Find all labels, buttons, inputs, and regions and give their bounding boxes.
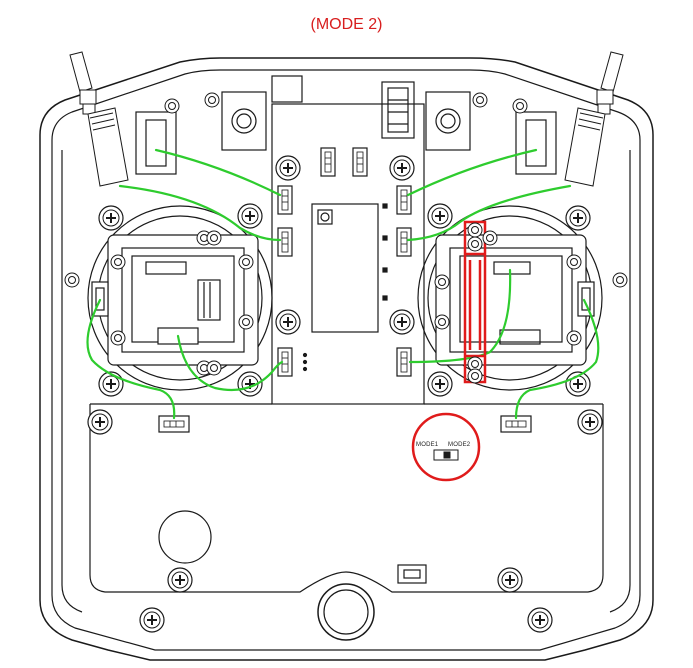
screw-icon	[389, 155, 415, 181]
screw-icon	[275, 309, 301, 335]
mount-hole-icon	[472, 92, 488, 108]
right-gimbal	[417, 205, 603, 391]
screw-icon	[565, 205, 591, 231]
mount-hole-icon	[512, 98, 528, 114]
mount-hole-icon	[612, 272, 628, 288]
connector-icon	[396, 185, 412, 215]
screw-icon	[389, 309, 415, 335]
right-toggle-switch	[564, 51, 624, 187]
title-paren-open: (	[310, 16, 316, 33]
screw-icon	[98, 371, 124, 397]
top-panel	[135, 75, 557, 405]
mount-hole-icon	[434, 274, 450, 290]
mount-hole-icon	[434, 314, 450, 330]
main-board	[302, 203, 388, 372]
connector-icon	[352, 147, 368, 177]
mount-hole-icon	[467, 222, 483, 238]
title-mode-text: MODE 2	[315, 16, 378, 33]
screw-icon	[577, 409, 603, 435]
screw-icon	[497, 567, 523, 593]
screw-icon	[427, 203, 453, 229]
title-paren-close: )	[377, 16, 383, 33]
lower-panel	[89, 403, 604, 641]
mount-hole-icon	[206, 230, 222, 246]
connector-icon	[396, 227, 412, 257]
connector-icon	[277, 227, 293, 257]
mode-switch	[433, 449, 459, 461]
mount-hole-icon	[238, 254, 254, 270]
mode-switch-highlight	[411, 412, 481, 482]
mount-hole-icon	[164, 98, 180, 114]
mount-hole-icon	[566, 330, 582, 346]
mount-hole-icon	[238, 314, 254, 330]
case-outline	[39, 57, 654, 661]
connector-icon	[277, 185, 293, 215]
mount-hole-icon	[206, 360, 222, 376]
mount-hole-icon	[482, 230, 498, 246]
screw-icon	[275, 155, 301, 181]
mount-hole-icon	[566, 254, 582, 270]
screw-icon	[427, 371, 453, 397]
mode1-label: MODE1	[416, 442, 439, 448]
screw-icon	[139, 607, 165, 633]
diagram-title: (MODE 2)	[0, 16, 693, 34]
screw-icon	[87, 409, 113, 435]
connector-icon	[320, 147, 336, 177]
left-gimbal	[87, 205, 273, 391]
mode2-label: MODE2	[448, 442, 471, 448]
mount-hole-icon	[110, 254, 126, 270]
screw-icon	[98, 205, 124, 231]
wiring	[86, 148, 600, 420]
left-toggle-switch	[69, 51, 129, 187]
screw-icon	[167, 567, 193, 593]
mount-hole-icon	[467, 368, 483, 384]
screw-icon	[237, 203, 263, 229]
mount-hole-icon	[64, 272, 80, 288]
mount-hole-icon	[204, 92, 220, 108]
mount-hole-icon	[467, 236, 483, 252]
mount-hole-icon	[110, 330, 126, 346]
screw-icon	[527, 607, 553, 633]
